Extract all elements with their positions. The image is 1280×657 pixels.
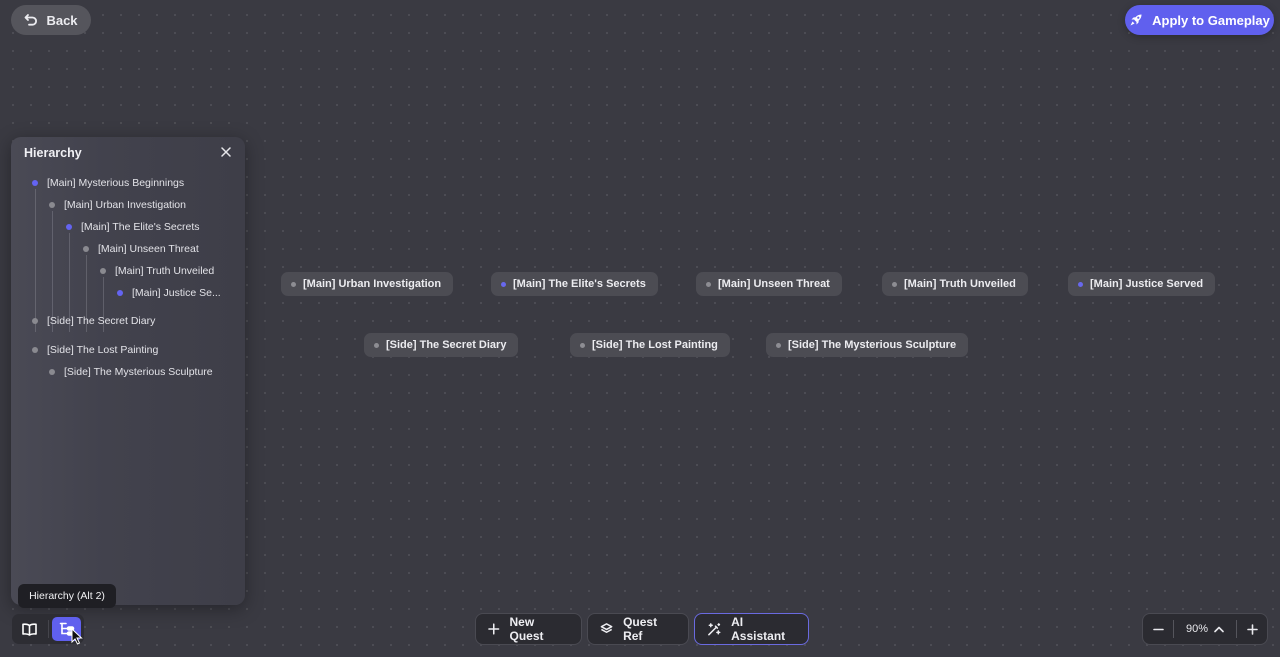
rocket-icon bbox=[1130, 14, 1142, 26]
zoom-level-dropdown[interactable]: 90% bbox=[1174, 623, 1236, 635]
canvas-node[interactable]: [Side] The Secret Diary bbox=[364, 333, 519, 357]
tree-connector bbox=[69, 233, 70, 332]
tree-item[interactable]: [Main] Unseen Threat bbox=[83, 243, 199, 255]
tree-item-label: [Main] Unseen Threat bbox=[98, 243, 199, 255]
node-label: [Side] The Mysterious Sculpture bbox=[788, 339, 957, 351]
tree-item-label: [Main] Mysterious Beginnings bbox=[47, 177, 185, 189]
tree-item[interactable]: [Main] Truth Unveiled bbox=[100, 265, 214, 277]
tree-connector bbox=[35, 189, 36, 332]
node-status-dot bbox=[892, 281, 897, 287]
tree-item-label: [Side] The Mysterious Sculpture bbox=[64, 366, 213, 378]
tree-connector bbox=[52, 211, 53, 332]
canvas-node[interactable]: [Side] The Lost Painting bbox=[570, 333, 730, 357]
mouse-cursor-icon bbox=[71, 628, 83, 645]
back-button[interactable]: Back bbox=[11, 5, 91, 35]
magic-wand-icon bbox=[708, 622, 721, 635]
tree-dot bbox=[49, 369, 55, 375]
node-label: [Side] The Lost Painting bbox=[592, 339, 718, 351]
bottom-toolbar: New Quest Quest Ref AI Assistant bbox=[475, 613, 809, 645]
hierarchy-panel: Hierarchy [Main] Mysterious Beginnings [… bbox=[11, 137, 245, 605]
tree-item-label: [Main] Urban Investigation bbox=[64, 199, 186, 211]
node-label: [Main] The Elite's Secrets bbox=[513, 278, 646, 290]
tree-item[interactable]: [Main] Mysterious Beginnings bbox=[32, 177, 184, 189]
canvas-node[interactable]: [Main] Urban Investigation bbox=[281, 272, 454, 296]
plus-icon bbox=[488, 623, 500, 635]
new-quest-button[interactable]: New Quest bbox=[475, 613, 582, 645]
tree-item-label: [Main] The Elite's Secrets bbox=[81, 221, 200, 233]
canvas-node[interactable]: [Main] Unseen Threat bbox=[696, 272, 842, 296]
divider bbox=[1236, 620, 1237, 638]
ai-assistant-button[interactable]: AI Assistant bbox=[694, 613, 809, 645]
book-open-icon bbox=[21, 622, 37, 636]
panel-header: Hierarchy bbox=[11, 137, 245, 167]
tree-dot bbox=[83, 246, 89, 252]
zoom-out-button[interactable] bbox=[1143, 614, 1173, 644]
canvas-node[interactable]: [Side] The Mysterious Sculpture bbox=[766, 333, 969, 357]
tree-item[interactable]: [Side] The Mysterious Sculpture bbox=[49, 366, 213, 378]
tree-item[interactable]: [Main] Justice Se... bbox=[117, 287, 221, 299]
quest-ref-label: Quest Ref bbox=[623, 615, 658, 643]
tree-connector bbox=[103, 277, 104, 332]
tree-item[interactable]: [Side] The Secret Diary bbox=[32, 315, 155, 327]
tree-dot bbox=[32, 180, 38, 186]
node-label: [Side] The Secret Diary bbox=[386, 339, 507, 351]
node-label: [Main] Truth Unveiled bbox=[904, 278, 1016, 290]
divider bbox=[47, 620, 49, 638]
canvas-node[interactable]: [Main] The Elite's Secrets bbox=[491, 272, 658, 296]
layers-icon bbox=[600, 623, 613, 634]
book-view-button[interactable] bbox=[15, 617, 44, 641]
zoom-in-button[interactable] bbox=[1237, 614, 1267, 644]
ai-assistant-label: AI Assistant bbox=[731, 615, 786, 643]
hierarchy-tooltip: Hierarchy (Alt 2) bbox=[18, 584, 116, 608]
tree-item[interactable]: [Main] Urban Investigation bbox=[49, 199, 186, 211]
tree-item-label: [Side] The Lost Painting bbox=[47, 344, 159, 356]
tree-dot bbox=[66, 224, 72, 230]
tree-item[interactable]: [Main] The Elite's Secrets bbox=[66, 221, 200, 233]
quest-ref-button[interactable]: Quest Ref bbox=[587, 613, 689, 645]
tree-dot bbox=[32, 318, 38, 324]
tree-item-label: [Main] Truth Unveiled bbox=[115, 265, 215, 277]
new-quest-label: New Quest bbox=[509, 615, 544, 643]
tree-item[interactable]: [Side] The Lost Painting bbox=[32, 344, 158, 356]
canvas-node[interactable]: [Main] Justice Served bbox=[1068, 272, 1216, 296]
tree-connector bbox=[86, 255, 87, 332]
tree-item-label: [Side] The Secret Diary bbox=[47, 315, 156, 327]
node-status-dot bbox=[776, 342, 781, 348]
zoom-value: 90% bbox=[1185, 623, 1209, 635]
node-status-dot bbox=[501, 281, 506, 287]
plus-icon bbox=[1246, 623, 1258, 635]
close-panel-button[interactable] bbox=[217, 143, 235, 161]
hierarchy-tree: [Main] Mysterious Beginnings [Main] Urba… bbox=[11, 167, 245, 567]
node-label: [Main] Justice Served bbox=[1090, 278, 1204, 290]
back-label: Back bbox=[46, 12, 78, 28]
tree-dot bbox=[117, 290, 123, 296]
apply-label: Apply to Gameplay bbox=[1152, 12, 1270, 28]
panel-title: Hierarchy bbox=[24, 145, 82, 160]
divider bbox=[1173, 620, 1174, 638]
tree-dot bbox=[32, 347, 38, 353]
minus-icon bbox=[1152, 628, 1164, 630]
tree-dot bbox=[100, 268, 106, 274]
canvas-node[interactable]: [Main] Truth Unveiled bbox=[882, 272, 1028, 296]
zoom-control: 90% bbox=[1142, 613, 1268, 645]
chevron-up-icon bbox=[1214, 626, 1224, 632]
node-status-dot bbox=[291, 281, 296, 287]
node-label: [Main] Unseen Threat bbox=[718, 278, 830, 290]
node-label: [Main] Urban Investigation bbox=[303, 278, 442, 290]
node-status-dot bbox=[580, 342, 585, 348]
undo-arrow-icon bbox=[25, 14, 38, 26]
node-status-dot bbox=[706, 281, 711, 287]
tree-item-label: [Main] Justice Se... bbox=[132, 287, 221, 299]
tree-dot bbox=[49, 202, 55, 208]
close-icon bbox=[221, 147, 231, 157]
node-status-dot bbox=[374, 342, 379, 348]
node-status-dot bbox=[1078, 281, 1083, 287]
apply-to-gameplay-button[interactable]: Apply to Gameplay bbox=[1125, 5, 1274, 35]
